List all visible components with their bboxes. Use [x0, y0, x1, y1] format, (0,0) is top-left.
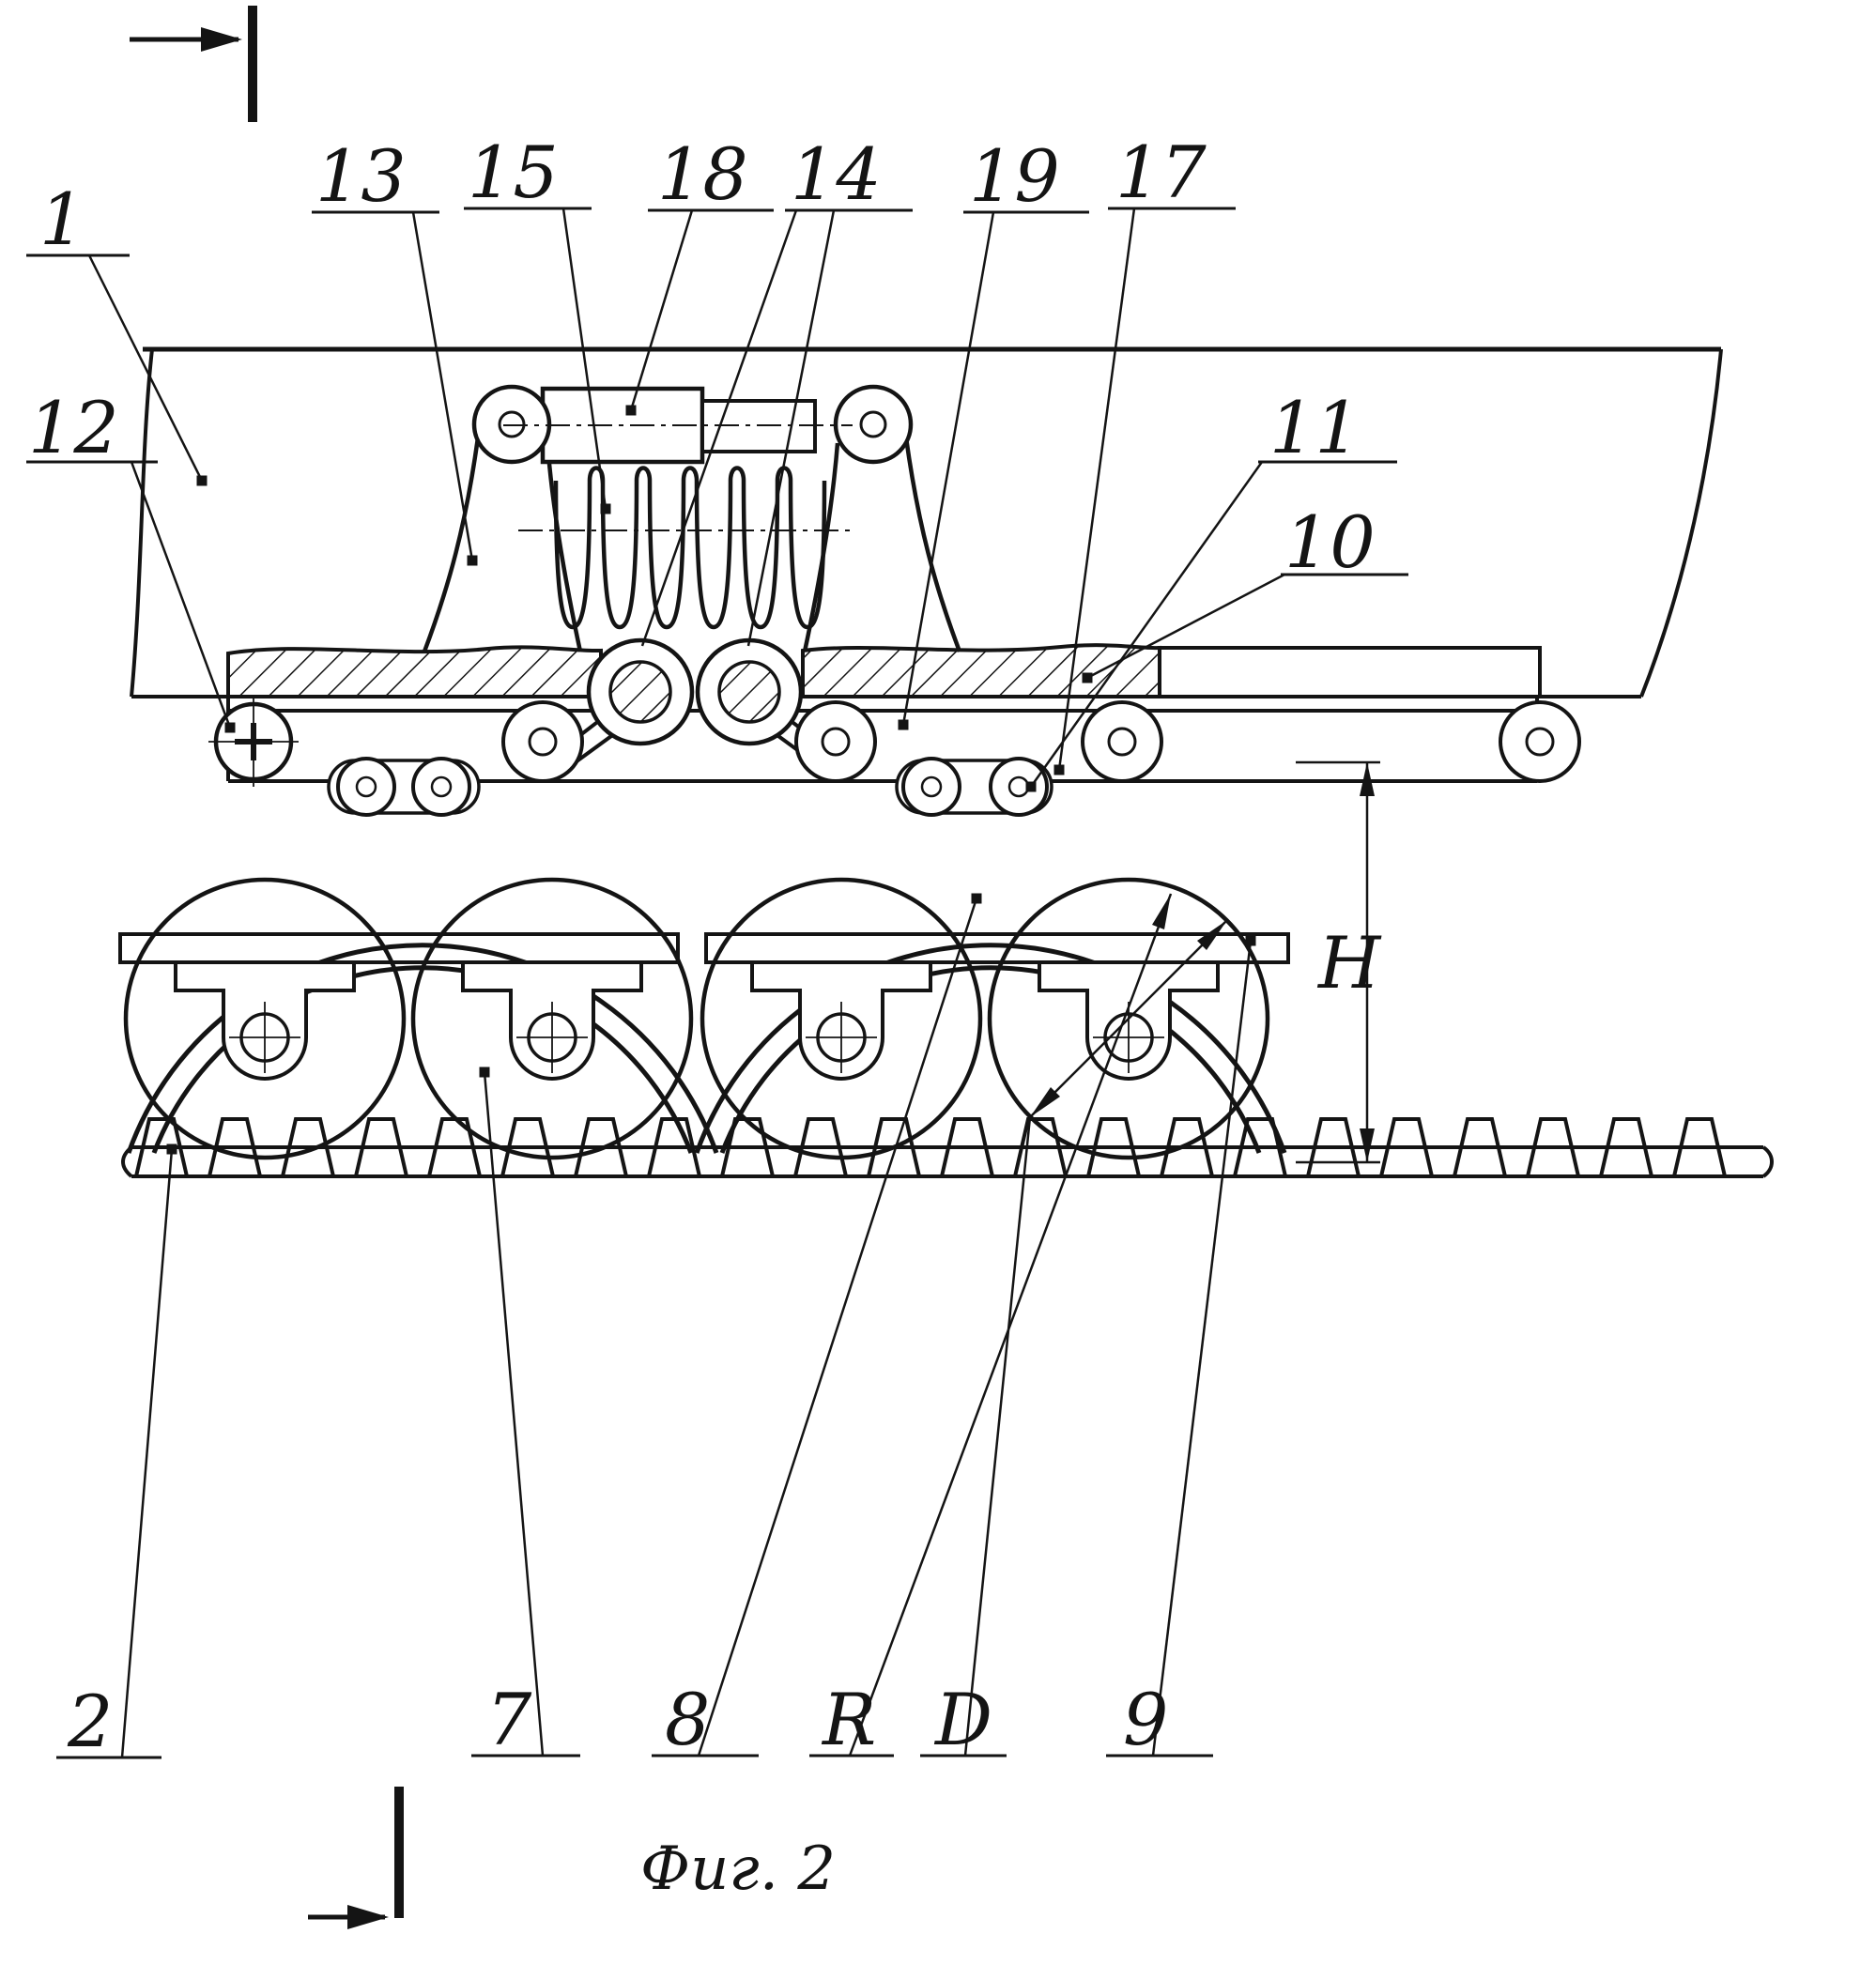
central-pivot-pins: [589, 640, 801, 744]
callout-11: 11: [1269, 386, 1361, 469]
section-marker-top: [130, 6, 257, 122]
callout-2: 2: [67, 1680, 113, 1763]
road-wheels: [126, 880, 1268, 1158]
bogie-bars: [118, 932, 1290, 964]
callout-18: 18: [657, 132, 748, 216]
callout-1: 1: [39, 177, 85, 261]
callout-13: 13: [315, 134, 407, 218]
callout-7: 7: [486, 1678, 532, 1761]
road-wheel-1: [126, 880, 404, 1158]
hull-frame: [130, 346, 1723, 698]
callout-15: 15: [468, 130, 559, 214]
callout-19-leader: [898, 210, 1089, 730]
coil-spring: [553, 466, 827, 630]
arrowhead-up: [1360, 762, 1375, 796]
dimension-R-label: R: [821, 1678, 876, 1761]
callout-18-leader: [625, 208, 774, 416]
callout-19: 19: [969, 134, 1060, 218]
section-arrow-bottom: [347, 1905, 389, 1929]
callout-15-leader: [464, 207, 611, 514]
arrowhead-R: [1152, 894, 1171, 929]
dimension-H: H: [1296, 760, 1382, 1164]
cross-beam: [226, 643, 1542, 698]
callout-14: 14: [791, 132, 882, 216]
callout-17: 17: [1115, 130, 1207, 214]
callout-8: 8: [665, 1678, 710, 1761]
callout-13-leader: [312, 210, 478, 566]
figure-caption: Фиг. 2: [640, 1834, 836, 1904]
callout-9-leader: [1106, 935, 1256, 1757]
dimension-D-label: D: [933, 1678, 992, 1761]
track-band: [121, 1117, 1774, 1178]
centerlines: [503, 424, 853, 531]
callout-10: 10: [1284, 500, 1376, 584]
arrowhead-D-upper: [1197, 920, 1227, 950]
arrowhead-down: [1360, 1128, 1375, 1162]
section-arrow-top: [201, 27, 242, 52]
dimension-D-leader: [920, 919, 1228, 1757]
callout-17-leader: [1053, 207, 1236, 775]
arrowhead-D-lower: [1030, 1087, 1060, 1117]
callout-7-leader: [471, 1067, 580, 1757]
lower-link-plates: [327, 757, 1053, 817]
callout-8-leader: [652, 893, 982, 1757]
callout-12-leader: [26, 460, 236, 733]
callout-10-leader: [1082, 573, 1408, 683]
road-wheel-2: [413, 880, 691, 1158]
dimension-H-label: H: [1316, 921, 1382, 1005]
callout-14-leader: [640, 208, 913, 647]
callout-1-leader: [26, 253, 208, 486]
callout-9: 9: [1123, 1678, 1168, 1761]
callout-11-leader: [1025, 460, 1397, 792]
callout-2-leader: [56, 1143, 177, 1759]
section-marker-bottom: [308, 1787, 404, 1929]
dimension-R-leader: [809, 893, 1173, 1757]
callout-12: 12: [28, 386, 119, 469]
